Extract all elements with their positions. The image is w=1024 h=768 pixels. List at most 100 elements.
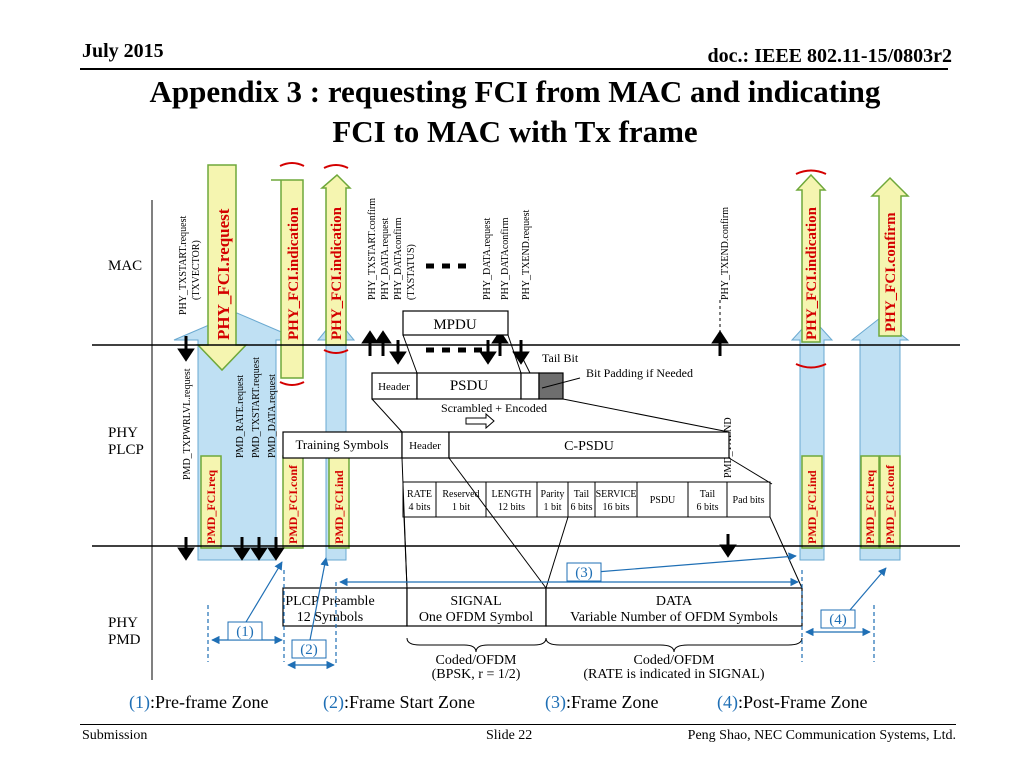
signal-field-name: Tail <box>700 489 716 500</box>
pmd-fci-req-box <box>200 455 222 549</box>
legend-2-num: (2) <box>323 692 344 713</box>
psdu-label: PSDU <box>450 378 489 394</box>
mac-layer-label: MAC <box>108 258 142 274</box>
zone-tag-4: (4) <box>829 612 847 628</box>
pmd-fci-ind-label-1: PMD_FCI.ind <box>332 470 346 544</box>
cpsdu-label: C-PSDU <box>564 439 614 454</box>
coded-label-2b: (RATE is indicated in SIGNAL) <box>583 667 765 682</box>
coded-label-1: Coded/OFDM <box>436 653 517 668</box>
mpdu-box <box>402 310 509 336</box>
pmd-fci-conf-label: PMD_FCI.conf <box>286 464 300 544</box>
frame-structure <box>282 310 730 459</box>
data-request-label-1: PHY_DATA.request <box>380 218 391 300</box>
header-label: Header <box>378 381 410 393</box>
data-request-label-2: PHY_DATA.request <box>482 218 493 300</box>
mpdu-label: MPDU <box>433 317 477 333</box>
signal-field-name: Reserved <box>442 489 479 500</box>
pmd-boxes <box>282 587 803 627</box>
title-line-2: FCI to MAC with Tx frame <box>332 114 698 149</box>
pmd-fci-conf-box-2 <box>879 455 901 549</box>
header-rule <box>80 68 948 70</box>
svg-text:(4):Post-Frame Zone: (4):Post-Frame Zone <box>717 692 867 713</box>
pmd-fci-req-label-2: PMD_FCI.req <box>863 470 877 544</box>
footer-author: Peng Shao, NEC Communication Systems, Lt… <box>687 728 956 743</box>
fci-indication-label-2: PHY_FCI.indication <box>329 206 345 340</box>
cpsdu-box <box>448 431 730 459</box>
pmd-fci-req-label: PMD_FCI.req <box>204 470 218 544</box>
txstart-request-label: PHY_TXSTART.request <box>178 216 189 315</box>
phy-fci-indication-arrow-1 <box>271 179 304 379</box>
data-label-1: DATA <box>656 594 693 609</box>
data-confirm-label-1: PHY_DATAconfirm <box>393 217 404 300</box>
data-box <box>545 587 803 627</box>
pmd-fci-conf-label-2: PMD_FCI.conf <box>883 464 897 544</box>
layer-lines <box>92 200 960 680</box>
phy-plcp-label-2: PLCP <box>108 442 144 458</box>
txend-request-label: PHY_TXEND.request <box>521 210 532 300</box>
preamble-label-1: PLCP Preamble <box>285 594 374 609</box>
zone-tag-1: (1) <box>236 624 254 640</box>
zone-legend: (1):Pre-frame Zone (2):Frame Start Zone … <box>129 692 867 713</box>
signal-box <box>406 587 547 627</box>
txstatus-label: (TXSTATUS) <box>406 244 417 300</box>
svg-text:(3):Frame Zone: (3):Frame Zone <box>545 692 658 713</box>
mac-primitive-labels: PHY_TXSTART.request (TXVECTOR) PHY_TXSTA… <box>178 198 731 315</box>
txend-confirm-label: PHY_TXEND.confirm <box>720 207 731 300</box>
pmd-txpwrlvl-label: PMD_TXPWRLVL.request <box>182 368 193 480</box>
signal-field-name: Tail <box>574 489 590 500</box>
footer-submission: Submission <box>82 728 148 743</box>
pmd-box-labels: PLCP Preamble 12 Symbols SIGNAL One OFDM… <box>285 594 777 625</box>
header-doc-id: doc.: IEEE 802.11-15/0803r2 <box>707 45 952 67</box>
signal-field-size: 6 bits <box>571 502 593 513</box>
zone-tag-3: (3) <box>575 565 593 581</box>
fci-request-label: PHY_FCI.request <box>214 208 233 340</box>
header-box <box>371 372 418 400</box>
phy-plcp-label-1: PHY <box>108 425 138 441</box>
pmd-fci-req-box-2 <box>860 455 880 549</box>
pmd-fci-boxes <box>200 455 901 549</box>
phy-pmd-label-2: PMD <box>108 632 141 648</box>
legend-1-num: (1) <box>129 692 150 713</box>
slide-title: Appendix 3 : requesting FCI from MAC and… <box>100 72 930 152</box>
signal-field-name: Parity <box>541 489 565 500</box>
legend-3-text: :Frame Zone <box>566 692 658 712</box>
signal-field-box <box>726 481 771 518</box>
signal-arrows <box>177 330 737 561</box>
signal-field-name: PSDU <box>650 495 676 506</box>
pmd-rate-label: PMD_RATE.request <box>235 375 246 458</box>
signal-field-box <box>536 481 569 518</box>
signal-field-size: 1 bit <box>543 502 561 513</box>
signal-field-name: Pad bits <box>733 495 765 506</box>
txvector-label: (TXVECTOR) <box>191 240 202 300</box>
signal-field-name: LENGTH <box>492 489 532 500</box>
frame-labels: MPDU Tail Bit Header PSDU Bit Padding if… <box>295 317 693 454</box>
signal-field-size: 1 bit <box>452 502 470 513</box>
coded-label-1b: (BPSK, r = 1/2) <box>432 667 521 682</box>
signal-field-size: 16 bits <box>603 502 630 513</box>
coded-braces <box>406 637 803 653</box>
continuation-dashes <box>426 263 482 353</box>
pmd-data-label: PMD_DATA.request <box>267 374 278 458</box>
txstart-confirm-label: PHY_TXSTART.confirm <box>367 198 378 300</box>
signal-field-name: RATE <box>407 489 432 500</box>
legend-2-text: :Frame Start Zone <box>344 692 475 712</box>
phy-fci-confirm-arrow <box>870 176 910 337</box>
data-confirm-label-2: PHY_DATAconfirm <box>500 217 511 300</box>
plcp-preamble-box <box>282 587 408 627</box>
signal-field-box <box>485 481 538 518</box>
pmd-txstart-label: PMD_TXSTART.request <box>251 357 262 458</box>
layer-labels: MAC PHY PLCP PHY PMD <box>108 258 144 648</box>
zone-tag-2: (2) <box>300 642 318 658</box>
signal-field-box <box>567 481 596 518</box>
signal-field-box <box>636 481 689 518</box>
scrambled-label: Scrambled + Encoded <box>441 401 547 415</box>
legend-4-text: :Post-Frame Zone <box>738 692 867 712</box>
title-line-1: Appendix 3 : requesting FCI from MAC and… <box>149 74 881 109</box>
header2-box <box>401 431 450 459</box>
frame-connectors <box>371 334 730 433</box>
training-symbols-label: Training Symbols <box>295 437 388 452</box>
signal-field-size: 4 bits <box>409 502 431 513</box>
pmd-connectors <box>401 457 803 589</box>
signal-field-name: SERVICE <box>596 489 637 500</box>
